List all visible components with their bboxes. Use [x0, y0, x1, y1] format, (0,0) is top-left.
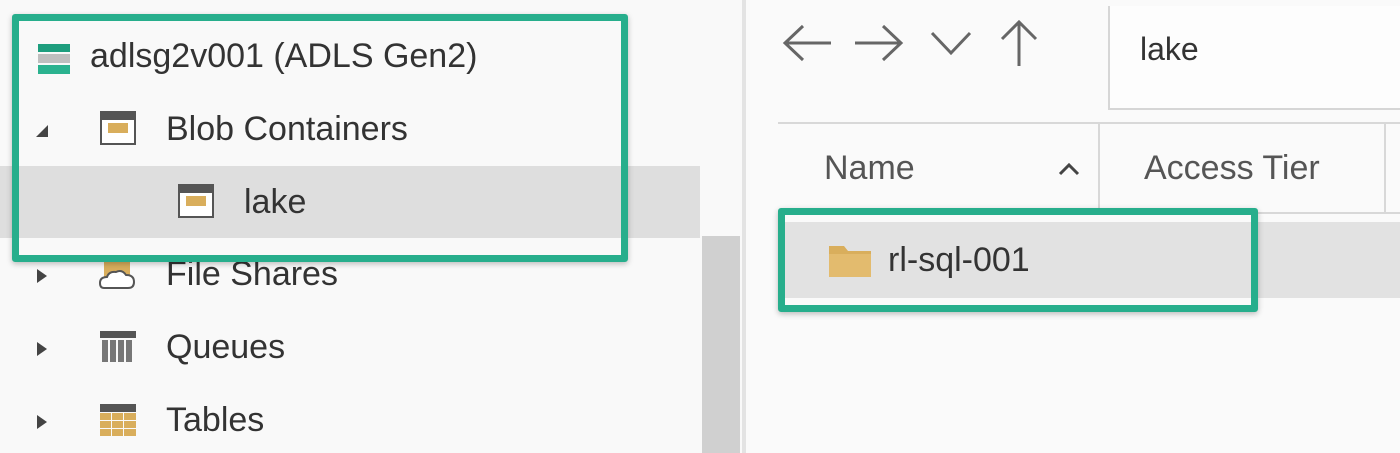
back-arrow-icon	[781, 23, 833, 68]
address-bar[interactable]: lake	[1108, 6, 1400, 110]
tree-item-label: Tables	[166, 400, 265, 439]
folder-name: rl-sql-001	[888, 240, 1030, 279]
pane-splitter[interactable]	[742, 0, 746, 453]
forward-button[interactable]	[852, 18, 906, 72]
column-header-label: Access Tier	[1144, 148, 1320, 187]
address-path: lake	[1140, 31, 1199, 67]
name-cell: rl-sql-001	[828, 241, 1030, 280]
tree-item-label: Blob Containers	[166, 109, 408, 148]
expanded-triangle-icon[interactable]	[32, 121, 52, 141]
tree-scrollbar-thumb[interactable]	[702, 236, 740, 453]
tree-item-blob-containers[interactable]: Blob Containers	[0, 93, 700, 165]
container-contents-pane: lake Name Access Tier	[746, 0, 1400, 453]
up-level-button[interactable]	[992, 18, 1046, 72]
tree-item-label: lake	[244, 182, 307, 221]
tree-item-label: adlsg2v001 (ADLS Gen2)	[90, 36, 478, 75]
grid-header: Name Access Tier	[778, 122, 1400, 214]
tree-item-queues[interactable]: Queues	[0, 311, 700, 383]
table-icon	[100, 404, 136, 445]
table-row[interactable]: rl-sql-001	[778, 222, 1400, 298]
collapsed-triangle-icon[interactable]	[32, 339, 52, 359]
tree-item-file-shares[interactable]: File Shares	[0, 238, 700, 310]
up-arrow-icon	[999, 18, 1039, 73]
forward-arrow-icon	[853, 23, 905, 68]
blob-container-icon	[100, 111, 136, 154]
column-header-label: Name	[824, 148, 915, 187]
queue-icon	[100, 331, 136, 372]
recent-locations-button[interactable]	[924, 18, 978, 72]
collapsed-triangle-icon[interactable]	[32, 266, 52, 286]
back-button[interactable]	[780, 18, 834, 72]
tree-item-lake[interactable]: lake	[0, 166, 700, 238]
blob-container-icon	[178, 184, 214, 227]
column-header-name[interactable]: Name	[824, 124, 915, 212]
sort-ascending-icon	[1058, 162, 1080, 181]
tree-item-label: Queues	[166, 327, 286, 366]
column-header-access-tier[interactable]: Access Tier	[1144, 124, 1320, 212]
tree-item-tables[interactable]: Tables	[0, 384, 700, 453]
storage-account-icon	[38, 42, 70, 85]
collapsed-triangle-icon[interactable]	[32, 412, 52, 432]
folder-icon	[828, 242, 872, 278]
column-separator[interactable]	[1384, 124, 1386, 212]
explorer-tree: adlsg2v001 (ADLS Gen2) Blob Containers	[0, 14, 740, 453]
tree-item-storage-account[interactable]: adlsg2v001 (ADLS Gen2)	[0, 20, 700, 92]
tree-item-label: File Shares	[166, 254, 338, 293]
chevron-down-icon	[929, 29, 973, 62]
file-share-icon	[98, 258, 138, 301]
column-separator[interactable]	[1098, 124, 1100, 212]
